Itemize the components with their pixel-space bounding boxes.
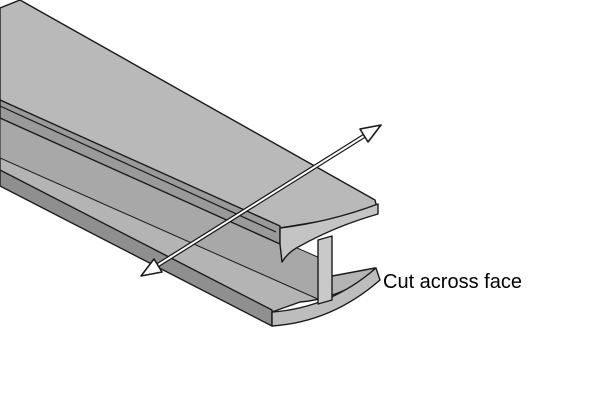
arrow-head-lower bbox=[140, 258, 163, 277]
web-end-face bbox=[317, 235, 333, 305]
arrow-shaft bbox=[149, 130, 373, 271]
groove-line bbox=[0, 105, 277, 233]
bottom-flange-end-face bbox=[271, 267, 381, 327]
annotation-label: Cut across face bbox=[383, 271, 522, 293]
cut-direction-arrow bbox=[140, 124, 382, 277]
arrow-head-upper bbox=[359, 124, 382, 143]
top-flange-end-face bbox=[279, 203, 379, 263]
